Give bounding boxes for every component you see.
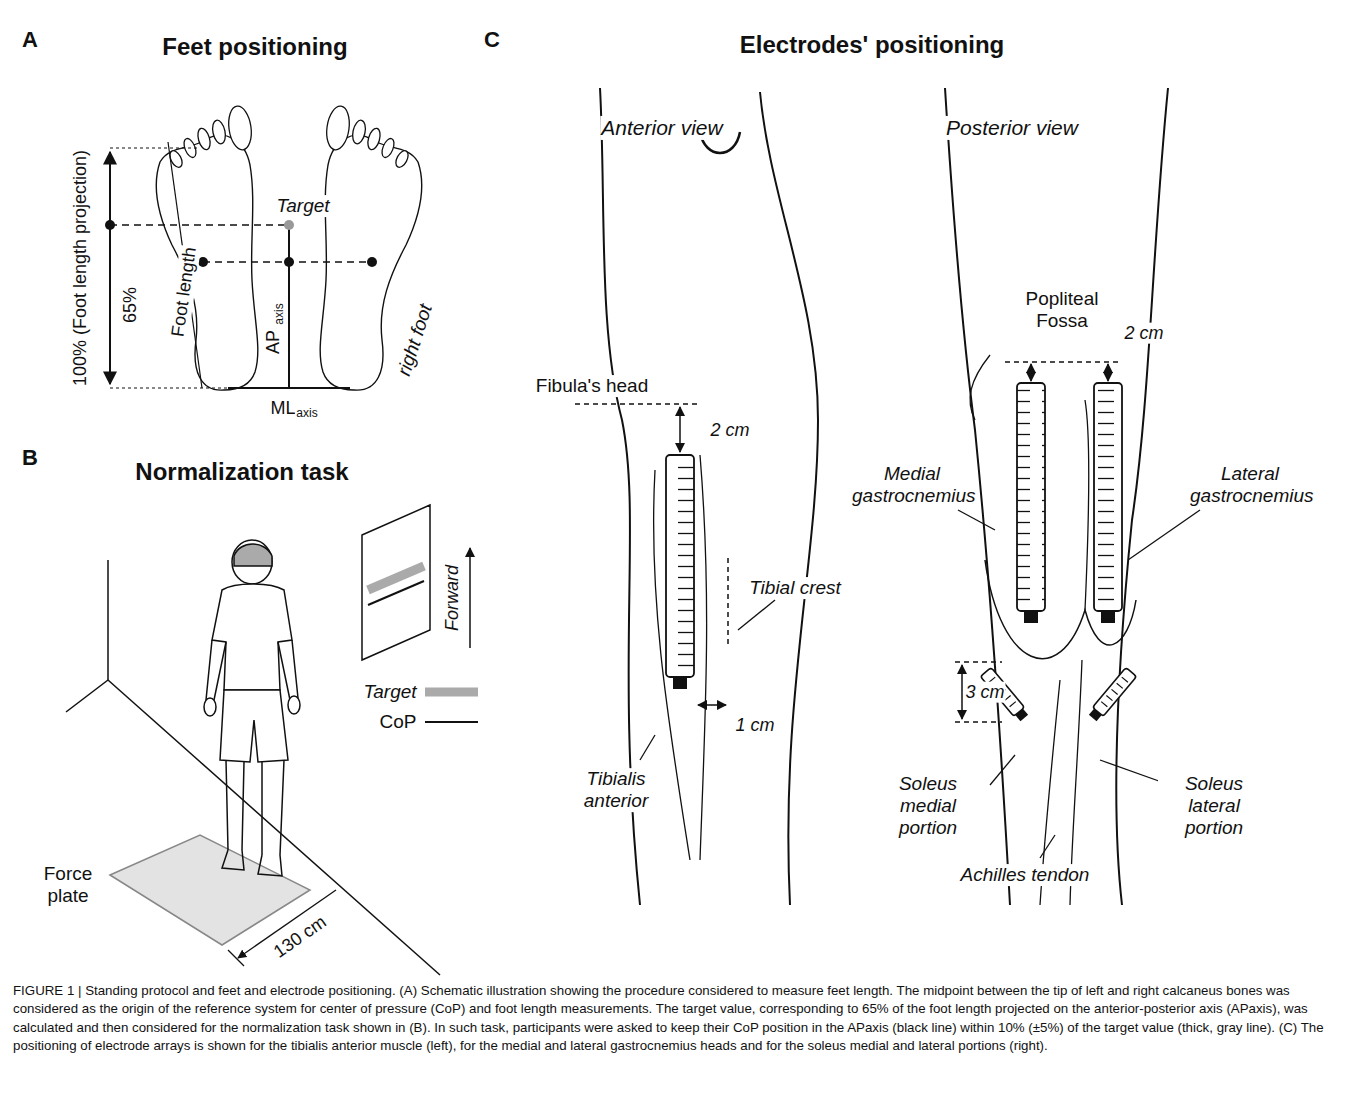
axis-label: ML xyxy=(269,398,296,419)
landmark-label: Achilles tendon xyxy=(960,864,1091,886)
landmark-label: Fibula's head xyxy=(535,375,649,397)
dimension-label: 2 cm xyxy=(1123,323,1164,344)
legend-text: Target xyxy=(362,681,417,703)
panel-title: Normalization task xyxy=(134,458,349,486)
normalization-scene xyxy=(66,505,478,975)
electrode-array xyxy=(980,383,1136,722)
dimension-label: 65% xyxy=(120,286,141,324)
view-label: Anterior view xyxy=(600,116,723,140)
dimension-label: 1 cm xyxy=(734,715,775,736)
feet-drawing xyxy=(105,105,422,390)
panel-title: Electrodes' positioning xyxy=(739,31,1005,59)
muscle-label: Lateral gastrocnemius xyxy=(1189,463,1311,507)
panel-letter: C xyxy=(483,27,501,52)
dimension-label: 130 cm xyxy=(269,911,331,963)
part-label: Force plate xyxy=(32,863,104,907)
figure-illustration xyxy=(0,0,1346,980)
dimension-label: 2 cm xyxy=(709,420,750,441)
legend-text: CoP xyxy=(379,711,418,733)
target-label: Target xyxy=(275,195,330,217)
part-label: right foot xyxy=(393,301,437,380)
dimension-label: 100% (Foot length projection) xyxy=(70,149,91,387)
panel-title: Feet positioning xyxy=(161,33,348,61)
direction-label: Forward xyxy=(442,564,463,632)
panel-letter: A xyxy=(21,27,39,52)
dimension-label: 3 cm xyxy=(964,682,1005,703)
landmark-label: Tibial crest xyxy=(748,577,842,599)
muscle-label: Soleus lateral portion xyxy=(1158,773,1270,839)
muscle-label: Tibialis anterior xyxy=(570,768,662,812)
axis-label: AP xyxy=(263,329,284,355)
muscle-label: Soleus medial portion xyxy=(872,773,984,839)
electrode-array xyxy=(666,455,694,689)
axis-subscript: axis xyxy=(273,302,287,325)
panel-letter: B xyxy=(21,445,39,470)
landmark-label: Popliteal Fossa xyxy=(1011,288,1113,332)
muscle-label: Medial gastrocnemius xyxy=(851,463,973,507)
figure-caption: FIGURE 1 | Standing protocol and feet an… xyxy=(13,982,1333,1055)
view-label: Posterior view xyxy=(945,116,1079,140)
axis-subscript: axis xyxy=(295,407,318,421)
